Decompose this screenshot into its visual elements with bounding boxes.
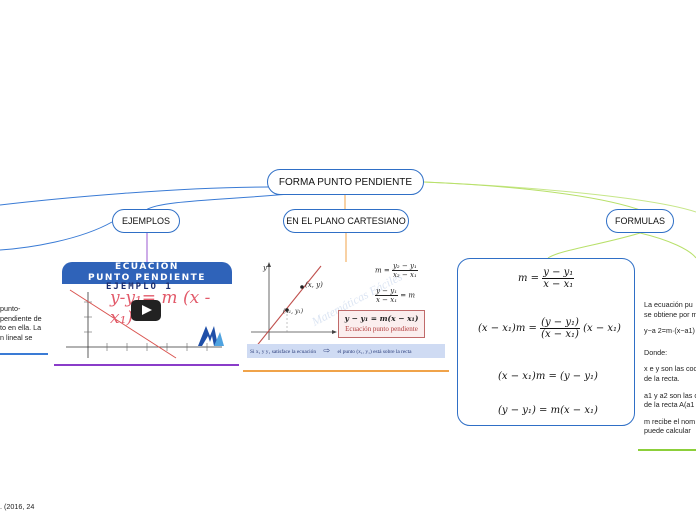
right-note-line: a1 y a2 son las c: [644, 390, 696, 400]
right-note-line: Donde:: [644, 347, 668, 357]
boxed-equation-label: Ecuación punto pendiente: [345, 325, 418, 333]
banner-left-text: Si x₁ y y₁ satisface la ecuación: [250, 349, 317, 355]
video-thumbnail[interactable]: ECUACIÓN PUNTO PENDIENTE EJEMPLO 1 y-y₁=…: [62, 262, 232, 362]
formula-3: (x − x₁)m = (y − y₁): [498, 371, 598, 382]
formula-2-lhs: (x − x₁)m =: [478, 323, 537, 334]
channel-logo-icon: [198, 326, 224, 346]
ratio-rhs: = m: [400, 291, 415, 300]
link-ejemplos: [145, 192, 301, 211]
left-note-line: pendiente de: [0, 313, 42, 323]
right-note: La ecuación pu se obtiene por m y−a 2=m·…: [644, 300, 696, 443]
banner-arrow-icon: ⇨: [323, 346, 331, 355]
formula-2: (x − x₁)m = (y − y₁) (x − x₁) (x − x₁): [478, 317, 621, 340]
formula-1: m = y − y₁ x − x₁: [518, 267, 575, 290]
play-icon: [142, 305, 152, 315]
branch-formulas[interactable]: FORMULAS: [606, 209, 674, 233]
video-title-line2: PUNTO PENDIENTE: [88, 273, 206, 283]
right-note-paragraph: Donde:: [644, 348, 696, 358]
left-note: punto- pendiente de to en ella. La n lin…: [0, 304, 42, 342]
video-underline: [54, 364, 239, 366]
branch-plano-label: EN EL PLANO CARTESIANO: [286, 216, 406, 226]
right-note-paragraph: x e y son las coo de la recta.: [644, 364, 696, 383]
right-note-line: de la recta.: [644, 373, 680, 383]
point-label-x1y1: (x₁, y₁): [283, 308, 304, 315]
central-topic[interactable]: FORMA PUNTO PENDIENTE: [267, 169, 424, 195]
link-left-offscreen: [0, 186, 269, 206]
formula-1-fraction: y − y₁ x − x₁: [542, 267, 575, 290]
video-subtitle: EJEMPLO 1: [106, 282, 173, 292]
point-label-xy: (x, y): [305, 281, 323, 289]
formula-2-fraction: (y − y₁) (x − x₁): [540, 317, 580, 340]
formula-1-denominator: x − x₁: [543, 279, 574, 290]
right-note-paragraph: La ecuación pu se obtiene por m: [644, 300, 696, 319]
right-note-line: m recibe el nom: [644, 416, 696, 426]
central-topic-label: FORMA PUNTO PENDIENTE: [278, 176, 413, 188]
play-button[interactable]: [131, 300, 161, 321]
video-background-graph: [66, 289, 222, 359]
ratio-numerator: y − y₁: [375, 287, 399, 296]
link-formulas-box: [547, 232, 641, 259]
video-title-line1: ECUACIÓN: [115, 262, 179, 272]
ratio-fraction: y − y₁ x − x₁: [375, 287, 399, 304]
cartesian-banner: Si x₁ y y₁ satisface la ecuación ⇨ el pu…: [247, 344, 445, 358]
link-formulas-note: [639, 232, 696, 259]
right-note-line: de la recta A(a1: [644, 400, 695, 410]
left-note-line: to en ella. La: [0, 323, 42, 333]
cartesian-underline: [243, 370, 449, 372]
formula-1-lhs: m =: [518, 273, 540, 284]
slope-formula: m = y₂ − y₁ x₂ − x₁: [375, 262, 418, 279]
cartesian-diagram[interactable]: Matemáticas Fáciles y (x, y) (x₁, y₁) m …: [247, 262, 445, 370]
slope-fraction: y₂ − y₁ x₂ − x₁: [391, 262, 418, 279]
formula-1-numerator: y − y₁: [542, 267, 575, 279]
left-note-line: n lineal se: [0, 332, 33, 342]
link-ejemplos-left: [0, 221, 113, 251]
ratio-formula: y − y₁ x − x₁ = m: [375, 287, 415, 304]
banner-right-text: el punto (x₁, y₁) está sobre la recta: [337, 349, 412, 355]
slope-formula-lhs: m =: [375, 266, 390, 275]
formula-2-numerator: (y − y₁): [540, 317, 580, 329]
right-note-line: y−a 2=m·(x−a1): [644, 326, 695, 336]
slope-denominator: x₂ − x₁: [392, 271, 417, 279]
right-note-line: La ecuación pu: [644, 300, 693, 309]
branch-formulas-label: FORMULAS: [614, 216, 665, 226]
axis-y-label: y: [263, 264, 267, 272]
left-note-line: punto-: [0, 304, 21, 313]
right-note-line: x e y son las coo: [644, 364, 696, 374]
formula-4: (y − y₁) = m(x − x₁): [498, 405, 598, 416]
branch-ejemplos[interactable]: EJEMPLOS: [112, 209, 180, 233]
right-note-paragraph: y−a 2=m·(x−a1): [644, 326, 696, 336]
left-note-underline: [0, 353, 48, 355]
cartesian-graph: [251, 262, 337, 344]
branch-plano-cartesiano[interactable]: EN EL PLANO CARTESIANO: [283, 209, 409, 233]
right-note-paragraph: m recibe el nom puede calcular: [644, 417, 696, 436]
right-note-paragraph: a1 y a2 son las c de la recta A(a1: [644, 391, 696, 410]
slope-numerator: y₂ − y₁: [391, 262, 418, 271]
right-note-underline: [638, 449, 696, 451]
right-note-line: se obtiene por m: [644, 309, 696, 319]
branch-ejemplos-label: EJEMPLOS: [121, 216, 170, 226]
point-slope-equation-box: y − y₁ = m(x − x₁) Ecuación punto pendie…: [338, 310, 425, 338]
right-note-line: puede calcular: [644, 426, 691, 436]
link-right-offscreen: [423, 181, 696, 213]
formula-2-rhs: (x − x₁): [583, 323, 621, 334]
boxed-equation: y − y₁ = m(x − x₁): [344, 314, 419, 323]
video-title: ECUACIÓN PUNTO PENDIENTE: [62, 262, 232, 284]
citation: . (2016, 24: [0, 502, 35, 511]
ratio-denominator: x − x₁: [376, 296, 398, 304]
video-handwritten-formula: y-y₁= m (x -x₁): [110, 288, 211, 328]
formulas-box[interactable]: m = y − y₁ x − x₁ (x − x₁)m = (y − y₁) (…: [457, 258, 635, 426]
formula-2-denominator: (x − x₁): [541, 329, 579, 340]
